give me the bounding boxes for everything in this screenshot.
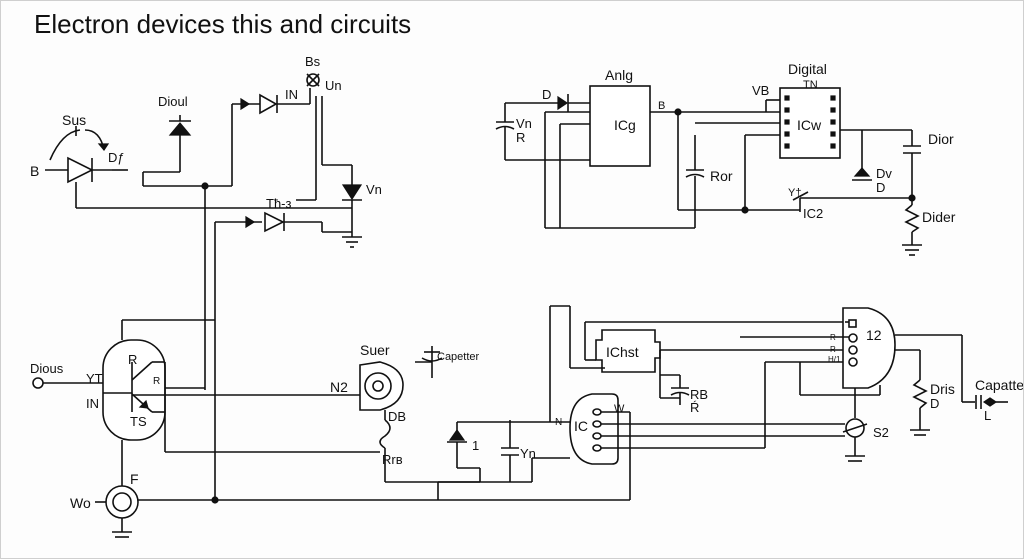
label-d-dv: D xyxy=(876,180,885,195)
diode-th3 xyxy=(264,211,285,233)
transistor-ts xyxy=(32,319,380,538)
label-l: L xyxy=(984,408,991,423)
label-one: 1 xyxy=(472,438,479,453)
label-in-left: IN xyxy=(86,396,99,411)
diagram-title: Electron devices this and circuits xyxy=(34,9,412,39)
label-capetter: Capetter xyxy=(437,351,480,363)
label-vn-r: Vn xyxy=(516,116,532,131)
label-diode-top: Dioul xyxy=(158,94,188,109)
sus-diode-assembly xyxy=(45,126,352,209)
component-labels: Sus B Dƒ Dioul Bs Un IN Vn Tħ-з D Anlg V… xyxy=(30,54,1024,511)
label-ichst: IChst xyxy=(606,344,639,360)
label-w-ic: W xyxy=(614,403,625,415)
label-y-top: Y† xyxy=(788,187,801,199)
label-dider: Dider xyxy=(922,209,956,225)
label-tn: TN xyxy=(803,79,818,91)
label-yn: Yn xyxy=(520,446,536,461)
label-s2: S2 xyxy=(873,425,889,440)
label-ror: Ror xyxy=(710,168,733,184)
label-vb: VB xyxy=(752,83,769,98)
label-anlg: Anlg xyxy=(605,67,633,83)
label-sus: Sus xyxy=(62,112,86,128)
ic-digital xyxy=(741,87,922,256)
label-d-top: D xyxy=(542,87,551,102)
label-r-g2: R xyxy=(830,345,836,354)
diode-in xyxy=(259,93,278,115)
label-r-tr: R xyxy=(128,352,137,367)
label-r-g3: H/1 xyxy=(828,355,841,364)
diode-top xyxy=(142,115,205,187)
label-vn-top: Vn xyxy=(366,182,382,197)
label-th3: Tħ-з xyxy=(266,196,292,211)
label-ic2: IC2 xyxy=(803,206,823,221)
label-yt: YT xyxy=(86,371,103,386)
label-b-left: B xyxy=(30,163,39,179)
label-ts: TS xyxy=(130,414,147,429)
label-f: F xyxy=(130,471,139,487)
label-n-ic: N xyxy=(555,417,562,428)
label-icg: ICg xyxy=(614,117,636,133)
label-in-top: IN xyxy=(285,87,298,102)
label-dious: Dious xyxy=(30,361,64,376)
terminal-dious xyxy=(32,377,44,389)
label-r-g1: R xyxy=(830,333,836,342)
label-d2: Dƒ xyxy=(108,150,125,165)
ic-chst xyxy=(457,305,845,423)
label-icc: IC xyxy=(574,418,588,434)
label-rk: Ŕ xyxy=(690,400,699,415)
label-dv: Dv xyxy=(876,166,892,181)
label-wo: Wo xyxy=(70,495,91,511)
label-n2: N2 xyxy=(330,379,348,395)
ic-c xyxy=(437,361,845,500)
label-db: DB xyxy=(388,409,406,424)
label-12: 12 xyxy=(866,327,882,343)
label-dris: Dris xyxy=(930,381,955,397)
label-d-dris: D xyxy=(930,396,939,411)
label-suer: Suer xyxy=(360,342,390,358)
label-un: Un xyxy=(325,78,342,93)
label-capatte: Capatte xyxy=(975,377,1024,393)
label-rrb: Rrв xyxy=(382,452,403,467)
label-rb: RB xyxy=(690,387,708,402)
label-r-tr2: R xyxy=(153,376,160,387)
ic-anlg xyxy=(495,85,800,229)
gate-12 xyxy=(740,307,1008,462)
label-b-node: B xyxy=(658,100,665,112)
diode-symbol-left xyxy=(67,156,94,184)
label-digital: Digital xyxy=(788,61,827,77)
label-icw: ICw xyxy=(797,117,822,133)
label-r-small: R xyxy=(516,130,525,145)
label-bs: Bs xyxy=(305,54,321,69)
label-dior: Dior xyxy=(928,131,954,147)
motor-suer xyxy=(359,346,480,483)
